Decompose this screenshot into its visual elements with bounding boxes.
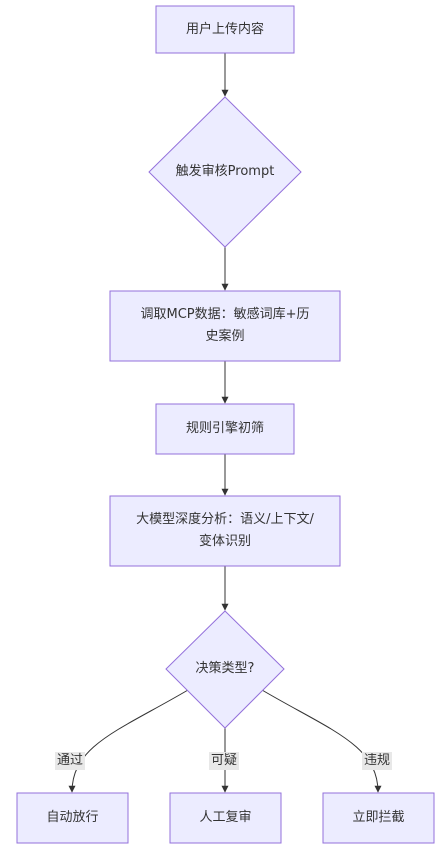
- node-manual-review-box: [169, 792, 282, 844]
- node-fetch-mcp-box: [109, 290, 341, 362]
- edge-decision-to-block: [261, 689, 382, 793]
- node-rule-filter-box: [155, 403, 295, 455]
- node-rule-filter-label: 规则引擎初筛: [185, 421, 264, 436]
- node-block-label: 立即拦截: [352, 810, 405, 825]
- node-block-box: [322, 792, 435, 844]
- node-upload-label: 用户上传内容: [185, 21, 264, 37]
- edge-label-violation: 违规: [362, 752, 393, 770]
- node-decision-label: 决策类型?: [195, 661, 255, 676]
- node-manual-review-label: 人工复审: [199, 810, 252, 825]
- node-llm-analysis-label: 大模型深度分析：语义/上下文/变体识别: [136, 512, 314, 549]
- edge-label-suspicious: 可疑: [209, 752, 240, 770]
- node-fetch-mcp-label: 调取MCP数据：敏感词库+历史案例: [140, 307, 310, 344]
- node-upload-box: [155, 5, 295, 54]
- node-llm-analysis-box: [109, 495, 341, 567]
- node-auto-release-box: [16, 792, 129, 844]
- edge-label-pass: 通过: [55, 752, 86, 770]
- node-decision-diamond: [165, 610, 285, 729]
- node-auto-release-label: 自动放行: [46, 810, 99, 825]
- node-trigger-label: 触发审核Prompt: [175, 164, 275, 179]
- edge-decision-to-auto-release: [68, 689, 189, 793]
- node-trigger-diamond: [148, 96, 302, 248]
